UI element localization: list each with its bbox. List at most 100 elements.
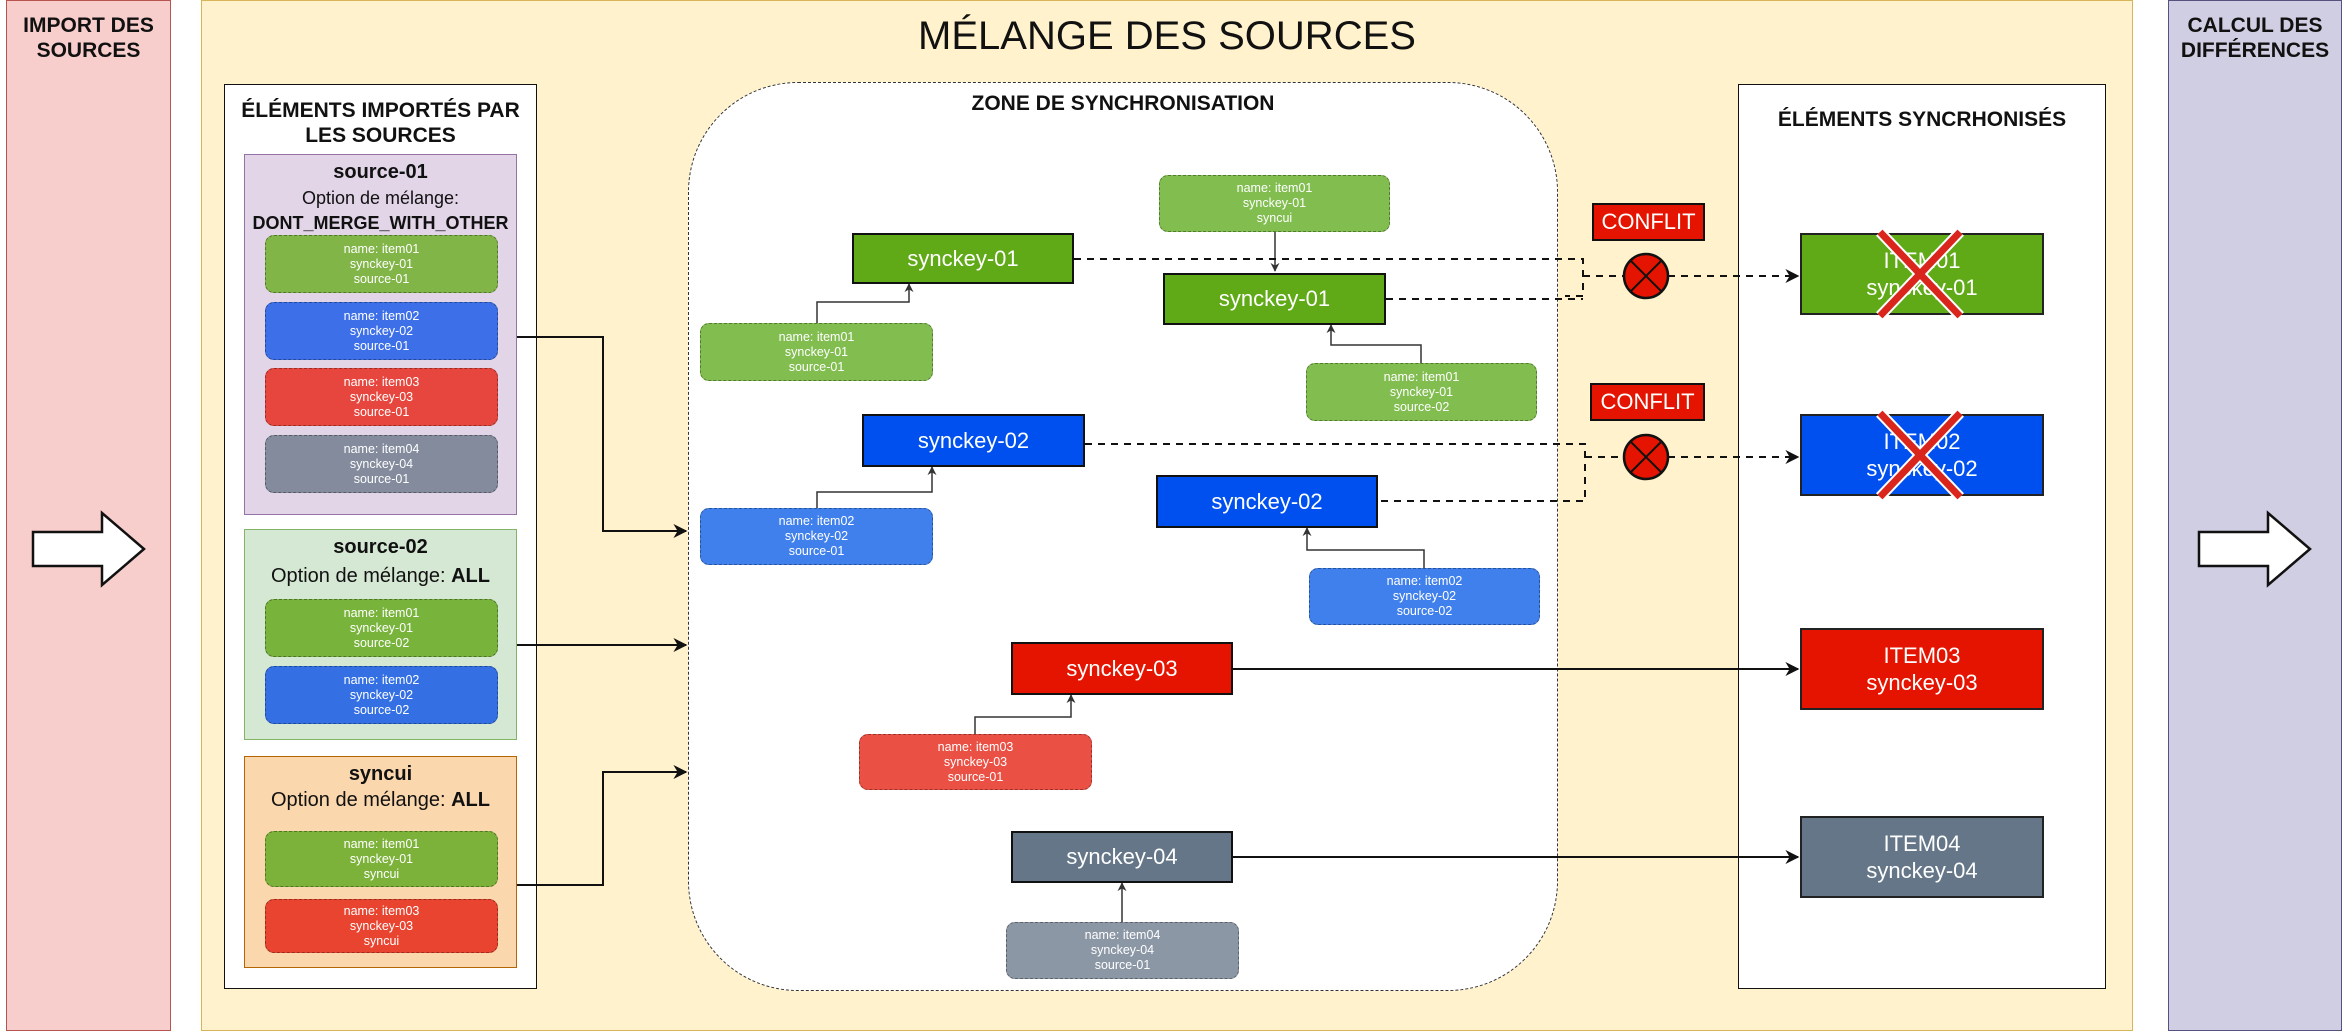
item-card[interactable]: name: item01 synckey-01 source-01 [265, 235, 498, 293]
connector-conflict [1085, 443, 1586, 502]
synckey-label: synckey-01 [907, 245, 1019, 271]
synckey-label: synckey-02 [1211, 488, 1323, 514]
item-source: source-01 [1094, 958, 1151, 972]
item-source: source-01 [353, 338, 410, 353]
main-title: MÉLANGE DES SOURCES [918, 14, 1416, 58]
connector-syncui [517, 765, 688, 886]
imported-elements-title: ÉLÉMENTS IMPORTÉS PAR LES SOURCES [241, 99, 520, 147]
source-name: source-02 [333, 536, 428, 558]
right-arrow-icon [31, 510, 146, 588]
item-source: source-02 [353, 635, 410, 650]
item-synckey: synckey-02 [784, 529, 849, 543]
sync-item-card[interactable]: name: item01 synckey-01 source-01 [700, 323, 933, 381]
item-name: name: item03 [343, 374, 420, 389]
conflict-label: CONFLIT [1600, 389, 1695, 414]
synckey-label: synckey-04 [1066, 844, 1178, 869]
item-synckey: synckey-03 [349, 389, 414, 404]
item-source: source-02 [1393, 399, 1450, 414]
connector-item-key [816, 283, 914, 323]
item-card[interactable]: name: item01 synckey-01 syncui [265, 831, 498, 887]
result-item-name: ITEM04 [1883, 831, 1961, 856]
item-card[interactable]: name: item03 synckey-03 syncui [265, 899, 498, 953]
item-synckey: synckey-01 [1242, 196, 1307, 210]
item-source: source-01 [353, 271, 410, 286]
right-arrow-icon [2197, 510, 2312, 588]
sync-item-card[interactable]: name: item02 synckey-02 source-02 [1309, 568, 1540, 625]
item-name: name: item02 [1386, 574, 1463, 588]
phase-import-title: IMPORT DES SOURCES [23, 14, 154, 62]
sync-item-card[interactable]: name: item03 synckey-03 source-01 [859, 734, 1092, 790]
synckey-box[interactable]: synckey-01 [1163, 273, 1386, 325]
item-name: name: item02 [343, 672, 420, 687]
item-card[interactable]: name: item03 synckey-03 source-01 [265, 368, 498, 426]
result-box[interactable]: ITEM03 synckey-03 [1800, 628, 2044, 710]
connector-item-key [816, 466, 937, 508]
sync-zone-title: ZONE DE SYNCHRONISATION [971, 92, 1275, 115]
item-synckey: synckey-03 [943, 754, 1008, 769]
connector-item-key [974, 694, 1076, 734]
result-box[interactable]: ITEM01 synckey-01 [1800, 233, 2044, 315]
phase-import-sources: IMPORT DES SOURCES [6, 0, 171, 1031]
conflict-badge: CONFLIT [1592, 203, 1705, 241]
item-source: source-01 [788, 544, 845, 558]
sync-item-card[interactable]: name: item04 synckey-04 source-01 [1006, 922, 1239, 979]
item-name: name: item01 [778, 329, 855, 344]
synckey-box[interactable]: synckey-01 [852, 233, 1074, 284]
item-source: source-01 [788, 359, 845, 374]
synckey-label: synckey-01 [1218, 286, 1331, 311]
item-synckey: synckey-01 [349, 620, 414, 635]
merge-option-label: Option de mélange: [270, 789, 446, 811]
item-name: name: item01 [1236, 181, 1313, 195]
item-synckey: synckey-01 [349, 851, 414, 866]
item-name: name: item03 [937, 739, 1014, 754]
conflict-label: CONFLIT [1601, 209, 1696, 234]
sync-item-card[interactable]: name: item01 synckey-01 syncui [1159, 175, 1390, 232]
item-source: syncui [1256, 211, 1293, 225]
item-source: source-01 [353, 404, 410, 419]
item-source: syncui [363, 866, 400, 881]
item-name: name: item04 [343, 441, 420, 456]
merge-option: Option de mélange: ALL [245, 565, 516, 587]
item-synckey: synckey-02 [349, 687, 414, 702]
item-card[interactable]: name: item04 synckey-04 source-01 [265, 435, 498, 493]
conflict-blocked-icon [1622, 433, 1670, 481]
item-card[interactable]: name: item02 synckey-02 source-01 [265, 302, 498, 360]
item-name: name: item03 [343, 903, 420, 918]
item-synckey: synckey-01 [349, 256, 414, 271]
merge-option: Option de mélange: ALL [245, 789, 516, 811]
synckey-label: synckey-02 [917, 427, 1030, 453]
phase-compute-differences: CALCUL DES DIFFÉRENCES [2168, 0, 2342, 1031]
item-source: source-01 [353, 471, 410, 486]
rejected-cross-icon [1876, 409, 1964, 501]
synckey-box[interactable]: synckey-03 [1011, 642, 1233, 695]
sync-item-card[interactable]: name: item02 synckey-02 source-01 [700, 508, 933, 565]
item-source: source-02 [353, 702, 410, 717]
synckey-box[interactable]: synckey-02 [1156, 475, 1378, 528]
item-name: name: item02 [343, 308, 420, 323]
phase-differences-title: CALCUL DES DIFFÉRENCES [2180, 14, 2330, 62]
connector-source01 [517, 336, 688, 538]
synckey-box[interactable]: synckey-04 [1011, 831, 1233, 883]
item-synckey: synckey-01 [784, 344, 849, 359]
conflict-blocked-icon [1622, 252, 1670, 300]
item-synckey: synckey-04 [349, 456, 414, 471]
merge-option-label: Option de mélange: [270, 565, 446, 587]
item-name: name: item02 [778, 514, 855, 528]
result-item-name: ITEM03 [1883, 643, 1961, 668]
synckey-box[interactable]: synckey-02 [862, 414, 1085, 467]
item-synckey: synckey-03 [349, 918, 414, 933]
result-box[interactable]: ITEM04 synckey-04 [1800, 816, 2044, 898]
item-card[interactable]: name: item02 synckey-02 source-02 [265, 666, 498, 724]
connector-item-key [1326, 324, 1422, 363]
item-source: source-02 [1396, 604, 1453, 618]
merge-option-label: Option de mélange: [301, 188, 460, 208]
item-name: name: item01 [1383, 369, 1460, 384]
item-card[interactable]: name: item01 synckey-01 source-02 [265, 599, 498, 657]
sync-item-card[interactable]: name: item01 synckey-01 source-02 [1306, 363, 1537, 421]
merge-option-value: ALL [451, 789, 490, 811]
conflict-badge: CONFLIT [1590, 383, 1705, 421]
source-name: syncui [348, 763, 413, 785]
item-source: source-01 [947, 769, 1004, 784]
item-name: name: item04 [1084, 928, 1161, 942]
